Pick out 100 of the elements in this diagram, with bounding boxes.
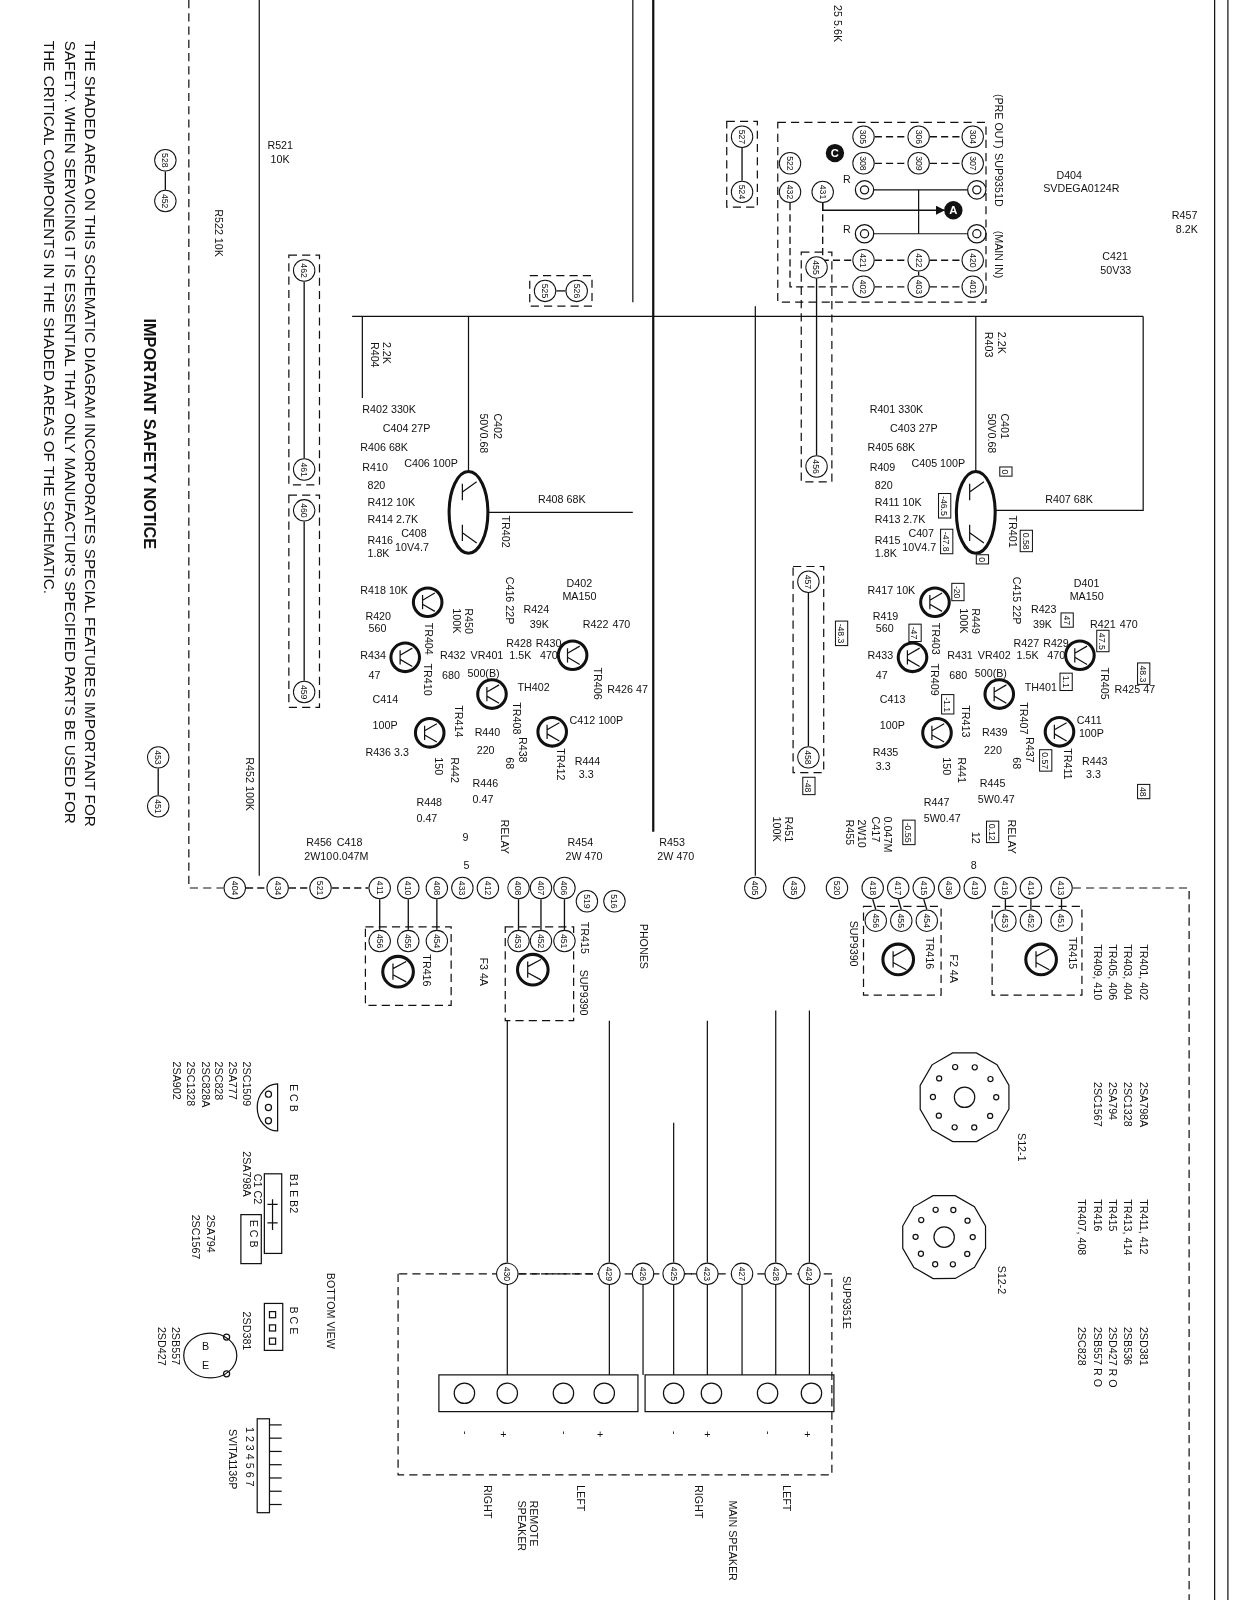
component-label: 2W10: [304, 851, 333, 864]
component-label: VR402: [977, 650, 1011, 662]
component-label: R429: [1043, 637, 1069, 650]
component-label: 100P: [879, 719, 905, 732]
component-label: 1.8K: [367, 548, 390, 560]
component-label: TR416: [923, 937, 936, 970]
component-label: 470: [1119, 618, 1138, 631]
component-label: 0.047M: [881, 816, 894, 853]
component-label: R403: [981, 331, 994, 358]
component-label: SVDEGA0124R: [1043, 182, 1120, 195]
component-label: R442: [448, 757, 460, 783]
component-label: 39K: [1032, 618, 1052, 631]
component-label: R402 330K: [362, 404, 416, 416]
reference-marker: A: [944, 201, 963, 220]
part-number: TR409, 410: [1091, 944, 1103, 1001]
terminal-circle: 414: [1019, 876, 1043, 900]
part-number: 2SC828A: [199, 1061, 211, 1108]
terminal-circle: 402: [852, 275, 875, 299]
terminal-circle: 411: [368, 876, 391, 900]
polarity-sign: +: [597, 1429, 604, 1441]
wire: [872, 898, 877, 911]
component-label: TR415: [578, 921, 591, 954]
part-number: 2SA902: [170, 1061, 183, 1100]
arrow: [822, 202, 946, 215]
terminal-circle: 429: [598, 1262, 621, 1286]
part-number: 2SB536: [1121, 1326, 1134, 1366]
terminal-circle: 436: [938, 876, 961, 900]
polarity-sign: +: [804, 1429, 811, 1441]
component-label: C404 27P: [382, 422, 431, 435]
component-label: D404: [1056, 169, 1083, 182]
wire: [517, 898, 520, 931]
terminal-circle: 516: [603, 890, 626, 913]
part-number: TR403, 404: [1121, 944, 1134, 1001]
component-label: 68: [1010, 757, 1023, 770]
component-label: C413: [879, 694, 906, 706]
component-label: TR414: [452, 705, 464, 738]
component-label: VR401: [470, 650, 504, 662]
component-label: TH401: [1024, 681, 1057, 694]
component-label: R522 10K: [212, 209, 225, 257]
component-label: TR413: [959, 705, 972, 738]
component-label: 3.3: [875, 760, 891, 773]
terminal-circle: 451: [1050, 909, 1073, 932]
wire: [563, 898, 566, 931]
component-label: R444: [574, 755, 601, 768]
component-label: MA150: [562, 591, 597, 603]
component-label: R418 10K: [360, 584, 408, 597]
component-label: C418: [336, 836, 363, 849]
part-number: E C B: [287, 1084, 300, 1112]
component-label: 50V0.68: [477, 413, 490, 454]
wire: [1030, 898, 1032, 911]
component-label: R521: [267, 139, 294, 152]
terminal-circle: 431: [811, 180, 834, 204]
wire: [807, 592, 810, 747]
terminal-circle: 459: [292, 680, 316, 704]
component-label: C407: [908, 527, 935, 540]
component-label: R456: [306, 836, 332, 849]
part-number: TR411, 412: [1137, 1199, 1149, 1255]
reference-marker: C: [825, 143, 845, 163]
terminal-circle: 428: [764, 1262, 787, 1286]
component-label: 820: [367, 479, 386, 492]
wire: [407, 898, 409, 931]
component-label: TR415: [1066, 937, 1079, 970]
component-label: TR416: [420, 954, 433, 987]
terminal-circle: 434: [266, 876, 289, 900]
component-label: 0.047M: [332, 851, 369, 864]
part-number: 2SD381: [240, 1311, 253, 1351]
voltage-box: 47.5: [1095, 629, 1109, 653]
component-label: R432: [439, 650, 466, 662]
terminal-circle: 309: [907, 152, 930, 175]
component-label: R441: [955, 757, 968, 783]
component-label: 25 5.6K: [831, 5, 844, 43]
component-label: R421: [1090, 618, 1116, 631]
voltage-box: 0.57: [1038, 748, 1052, 772]
part-number: TR416: [1091, 1199, 1103, 1232]
part-number: 2SC1567: [1091, 1081, 1103, 1127]
terminal-circle: 415: [912, 876, 935, 900]
part-number: 2SD427: [155, 1326, 167, 1366]
component-label: TR406: [591, 667, 603, 700]
component-label: C401: [998, 413, 1011, 439]
component-label: 10V4.7: [395, 542, 429, 554]
component-label: R443: [1081, 755, 1108, 768]
terminal-circle: 527: [730, 125, 754, 148]
terminal-circle: 417: [887, 876, 910, 900]
speaker-label: LEFT: [574, 1485, 587, 1512]
wire: [555, 290, 567, 292]
component-label: R452 100K: [242, 757, 255, 811]
terminal-circle: 307: [961, 152, 984, 175]
terminal-circle: 408: [425, 876, 449, 900]
component-label: 220: [983, 745, 1002, 757]
terminal-circle: 421: [852, 249, 875, 272]
terminal-circle: 416: [994, 876, 1017, 900]
component-label: R: [843, 223, 851, 236]
terminal-circle: 452: [529, 929, 553, 953]
part-number: TR415: [1106, 1199, 1119, 1232]
component-label: R438: [516, 736, 529, 763]
terminal-circle: 458: [797, 746, 820, 769]
component-label: 1.8K: [874, 548, 897, 560]
terminal-circle: 451: [147, 795, 170, 818]
component-label: R446: [472, 777, 499, 790]
voltage-box: -48.3: [834, 620, 848, 646]
